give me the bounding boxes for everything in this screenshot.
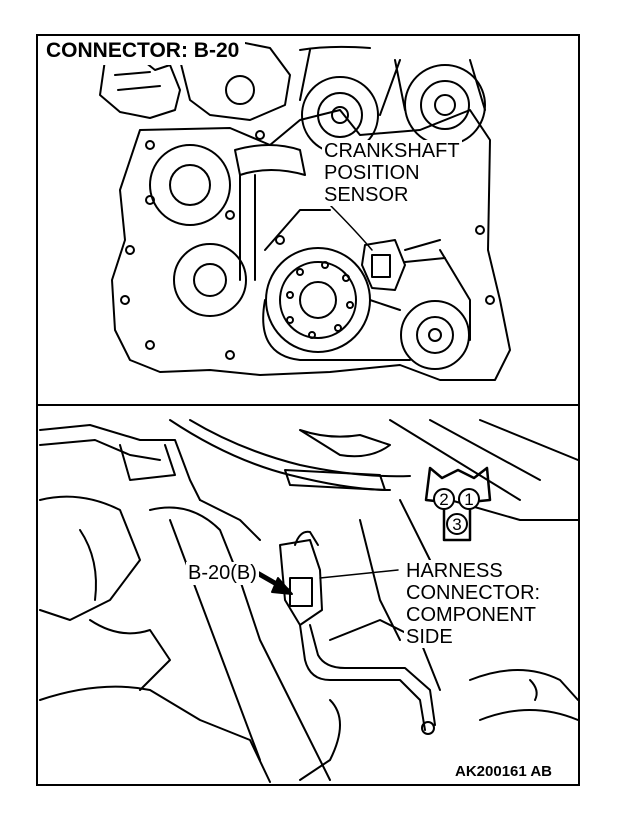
connector-reference-label: B-20(B) xyxy=(186,562,259,585)
harness-label-line: SIDE xyxy=(406,626,453,648)
panel-divider xyxy=(36,404,580,406)
sensor-label-line: CRANKSHAFT xyxy=(324,140,460,162)
figure-frame xyxy=(36,34,580,786)
harness-label-line: COMPONENT xyxy=(406,604,536,626)
harness-label: HARNESS CONNECTOR: COMPONENT SIDE xyxy=(404,560,543,648)
harness-label-line: CONNECTOR: xyxy=(406,582,541,604)
engine-front-drawing xyxy=(99,39,511,381)
harness-label-line: HARNESS xyxy=(406,560,503,582)
connector-pin-3: 3 xyxy=(446,513,468,535)
sensor-label-line: SENSOR xyxy=(324,184,409,206)
connector-pin-2: 2 xyxy=(433,488,455,510)
sensor-label-line: POSITION xyxy=(324,162,420,184)
figure-code: AK200161 AB xyxy=(453,763,554,780)
sensor-label: CRANKSHAFT POSITION SENSOR xyxy=(322,140,462,206)
page-title: CONNECTOR: B-20 xyxy=(44,38,246,65)
connector-pin-1: 1 xyxy=(458,488,480,510)
harness-view-drawing xyxy=(39,419,579,783)
